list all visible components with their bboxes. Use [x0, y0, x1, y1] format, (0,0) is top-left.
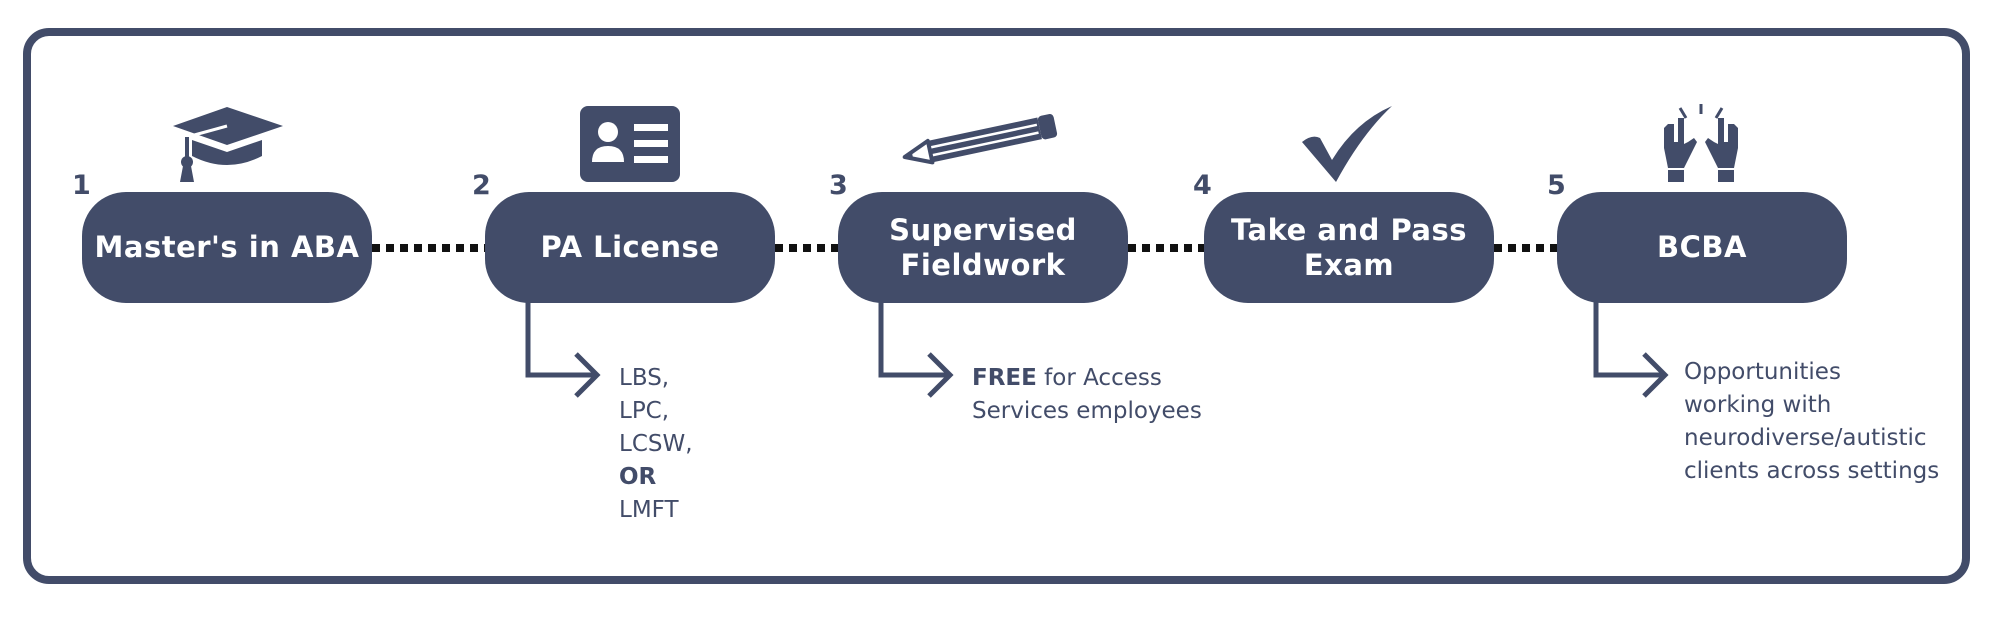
- raised-hands-icon: [1664, 104, 1738, 182]
- bcba-note: Opportunities working with neurodiverse/…: [1684, 356, 1939, 488]
- graduation-cap-icon: [173, 107, 283, 182]
- step-1-label: Master's in ABA: [94, 230, 360, 264]
- step-4-label-line2: Exam: [1303, 247, 1395, 282]
- step-number-1: 1: [72, 170, 91, 201]
- license-option-or: OR: [619, 464, 657, 490]
- bcba-note-line3: neurodiverse/autistic: [1684, 425, 1927, 451]
- bcba-arrow: [1593, 300, 1669, 398]
- license-option-lpc: LPC,: [619, 398, 670, 424]
- fieldwork-note-line2: Services employees: [972, 398, 1202, 424]
- license-option-lbs: LBS,: [619, 365, 670, 391]
- step-number-5: 5: [1547, 170, 1566, 201]
- step-3-label-line1: Supervised: [889, 212, 1077, 247]
- step-4-pill: Take and Pass Exam: [1204, 192, 1494, 303]
- connector-2-3: [775, 244, 838, 252]
- step-number-3: 3: [829, 170, 848, 201]
- license-arrow: [525, 300, 601, 398]
- bcba-note-line1: Opportunities: [1684, 359, 1841, 385]
- id-card-icon: [580, 106, 680, 182]
- connector-1-2: [372, 244, 485, 252]
- step-number-4: 4: [1193, 170, 1212, 201]
- fieldwork-free-label: FREE: [972, 365, 1037, 391]
- fieldwork-note: FREE for Access Services employees: [972, 362, 1202, 428]
- step-5-pill: BCBA: [1557, 192, 1847, 303]
- step-5-label: BCBA: [1657, 230, 1747, 264]
- step-3-label-line2: Fieldwork: [900, 247, 1066, 282]
- step-4-label-line1: Take and Pass: [1230, 212, 1468, 247]
- step-1-pill: Master's in ABA: [82, 192, 372, 303]
- connector-3-4: [1128, 244, 1204, 252]
- step-number-2: 2: [472, 170, 491, 201]
- diagram-frame: [23, 28, 1970, 584]
- license-option-lcsw: LCSW,: [619, 431, 693, 457]
- pencil-icon: [902, 113, 1058, 165]
- step-3-pill: Supervised Fieldwork: [838, 192, 1128, 303]
- step-2-pill: PA License: [485, 192, 775, 303]
- license-option-lmft: LMFT: [619, 497, 679, 523]
- license-options-note: LBS, LPC, LCSW, OR LMFT: [619, 362, 693, 527]
- fieldwork-arrow: [878, 300, 954, 398]
- step-2-label: PA License: [540, 230, 720, 264]
- bcba-note-line2: working with: [1684, 392, 1832, 418]
- checkmark-icon: [1302, 106, 1392, 182]
- bcba-note-line4: clients across settings: [1684, 458, 1940, 484]
- fieldwork-note-line1: for Access: [1036, 365, 1162, 391]
- connector-4-5: [1494, 244, 1557, 252]
